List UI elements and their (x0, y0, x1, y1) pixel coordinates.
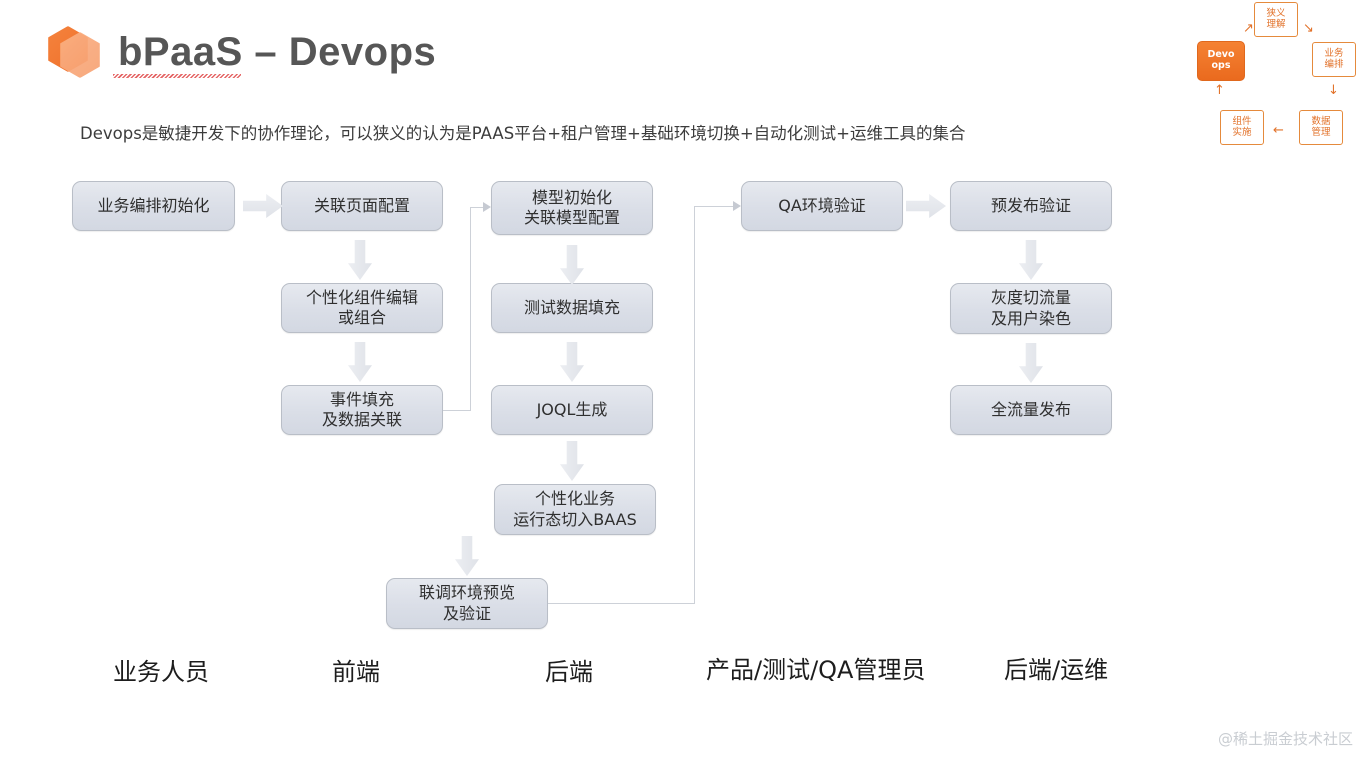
page-title: bPaaS – Devops (118, 29, 437, 74)
cycle-node: Devo ops (1197, 41, 1245, 81)
role-label: 业务人员 (113, 658, 209, 686)
cycle-arrow-icon: ↓ (1328, 83, 1339, 98)
flow-node[interactable]: 业务编排初始化 (72, 181, 235, 231)
flow-node[interactable]: 全流量发布 (950, 385, 1112, 435)
flow-node[interactable]: QA环境验证 (741, 181, 903, 231)
arrow-down-icon (455, 536, 479, 576)
arrow-down-icon (560, 441, 584, 481)
cycle-node: 组件 实施 (1220, 110, 1264, 145)
arrow-down-icon (348, 342, 372, 382)
flow-node[interactable]: 联调环境预览 及验证 (386, 578, 548, 629)
flow-node[interactable]: 模型初始化 关联模型配置 (491, 181, 653, 235)
arrow-down-icon (560, 245, 584, 285)
flow-node[interactable]: 测试数据填充 (491, 283, 653, 333)
cycle-node: 狭义 理解 (1254, 2, 1298, 37)
spellcheck-underline (113, 74, 241, 78)
arrow-down-icon (348, 240, 372, 280)
subtitle-text: Devops是敏捷开发下的协作理论，可以狭义的认为是PAAS平台+租户管理+基础… (80, 124, 966, 143)
role-label: 前端 (332, 658, 380, 686)
flow-node[interactable]: 灰度切流量 及用户染色 (950, 283, 1112, 334)
role-label: 后端/运维 (1004, 656, 1109, 684)
flow-node[interactable]: JOQL生成 (491, 385, 653, 435)
connector-segment (694, 206, 695, 604)
flow-node[interactable]: 预发布验证 (950, 181, 1112, 231)
devops-cycle-diagram: Devo ops 狭义 理解业务 编排数据 管理组件 实施 ↘ ↓ ← ↑ ↗ (1185, 0, 1367, 155)
cycle-arrow-icon: ← (1273, 123, 1284, 138)
arrow-right-icon (243, 194, 283, 218)
flow-node[interactable]: 事件填充 及数据关联 (281, 385, 443, 435)
connector-segment (548, 603, 694, 604)
connector-arrowhead (483, 202, 491, 212)
cycle-arrow-icon: ↗ (1243, 21, 1254, 36)
connector-segment (443, 410, 470, 411)
role-label: 后端 (545, 658, 593, 686)
arrow-down-icon (560, 342, 584, 382)
orange-hexagon-icon (48, 24, 100, 80)
arrow-down-icon (1019, 240, 1043, 280)
arrow-down-icon (1019, 343, 1043, 383)
connector-segment (470, 207, 484, 208)
page-header: bPaaS – Devops (48, 24, 436, 80)
flow-node[interactable]: 个性化组件编辑 或组合 (281, 283, 443, 333)
role-label: 产品/测试/QA管理员 (706, 656, 926, 684)
flow-node[interactable]: 个性化业务 运行态切入BAAS (494, 484, 656, 535)
connector-segment (694, 206, 734, 207)
arrow-right-icon (906, 194, 946, 218)
watermark: @稀土掘金技术社区 (1217, 730, 1353, 748)
cycle-arrow-icon: ↑ (1214, 83, 1225, 98)
cycle-arrow-icon: ↘ (1303, 21, 1314, 36)
flow-node[interactable]: 关联页面配置 (281, 181, 443, 231)
connector-segment (470, 207, 471, 411)
cycle-node: 数据 管理 (1299, 110, 1343, 145)
connector-arrowhead (733, 201, 741, 211)
cycle-node: 业务 编排 (1312, 42, 1356, 77)
